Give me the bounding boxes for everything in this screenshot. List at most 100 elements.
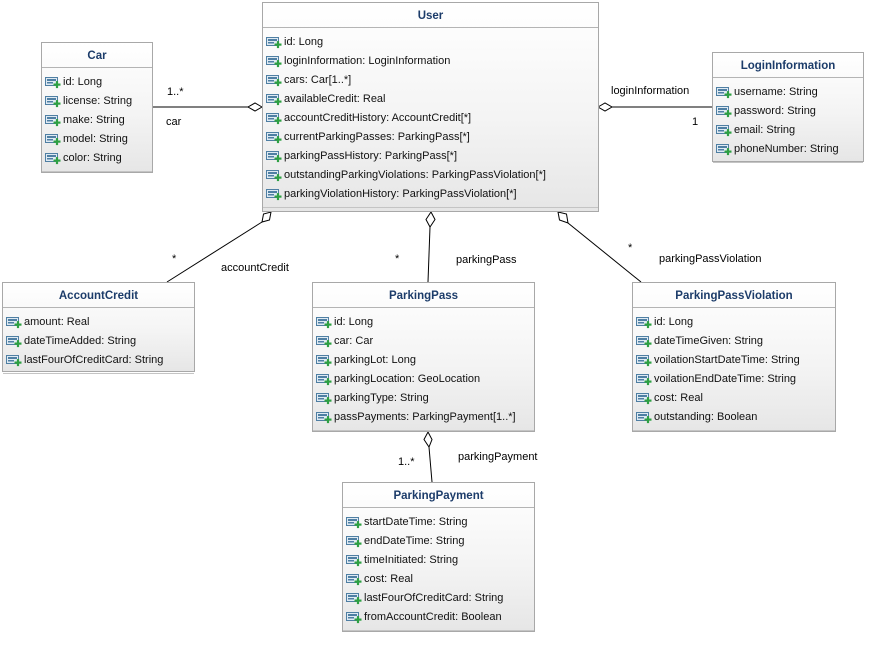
attribute-text: cars: Car[1..*] (284, 74, 352, 86)
attribute-row[interactable]: password: String (713, 102, 863, 121)
attribute-icon (716, 124, 732, 136)
attribute-text: outstanding: Boolean (654, 411, 758, 423)
attribute-row[interactable]: lastFourOfCreditCard: String (343, 589, 534, 608)
role-user-account-credit: accountCredit (221, 262, 289, 274)
attribute-text: lastFourOfCreditCard: String (24, 354, 164, 366)
attribute-row[interactable]: loginInformation: LoginInformation (263, 52, 598, 71)
attribute-row[interactable]: passPayments: ParkingPayment[1..*] (313, 408, 534, 427)
attribute-text: license: String (63, 95, 133, 107)
attribute-text: voilationEndDateTime: String (654, 373, 797, 385)
edge-user-account-credit (166, 221, 263, 283)
attribute-text: endDateTime: String (364, 535, 465, 547)
attribute-text: currentParkingPasses: ParkingPass[*] (284, 131, 470, 143)
attribute-row[interactable]: lastFourOfCreditCard: String (3, 351, 194, 370)
attribute-text: color: String (63, 152, 122, 164)
attribute-row[interactable]: parkingLot: Long (313, 351, 534, 370)
class-account-credit[interactable]: AccountCredit amount: Real dateTimeAdded:… (2, 282, 195, 374)
attribute-row[interactable]: parkingLocation: GeoLocation (313, 370, 534, 389)
attribute-text: make: String (63, 114, 125, 126)
attribute-row[interactable]: endDateTime: String (343, 532, 534, 551)
attribute-row[interactable]: startDateTime: String (343, 513, 534, 532)
attribute-text: fromAccountCredit: Boolean (364, 611, 502, 623)
attribute-icon (6, 335, 22, 347)
attribute-row[interactable]: cost: Real (343, 570, 534, 589)
attribute-text: dateTimeAdded: String (24, 335, 137, 347)
attribute-row[interactable]: outstanding: Boolean (633, 408, 835, 427)
attribute-row[interactable]: outstandingParkingViolations: ParkingPas… (263, 166, 598, 185)
attribute-icon (346, 611, 362, 623)
attribute-row[interactable]: license: String (42, 92, 152, 111)
class-title: ParkingPass (313, 283, 534, 308)
attribute-row[interactable]: voilationStartDateTime: String (633, 351, 835, 370)
attribute-row[interactable]: timeInitiated: String (343, 551, 534, 570)
attribute-row[interactable]: amount: Real (3, 313, 194, 332)
attribute-icon (346, 535, 362, 547)
attribute-icon (346, 573, 362, 585)
attribute-row[interactable]: make: String (42, 111, 152, 130)
attribute-icon (316, 411, 332, 423)
attribute-icon (636, 354, 652, 366)
attribute-row[interactable]: currentParkingPasses: ParkingPass[*] (263, 128, 598, 147)
attribute-row[interactable]: voilationEndDateTime: String (633, 370, 835, 389)
attribute-icon (346, 516, 362, 528)
attribute-icon (266, 188, 282, 200)
attribute-row[interactable]: id: Long (633, 313, 835, 332)
attribute-row[interactable]: parkingViolationHistory: ParkingPassViol… (263, 185, 598, 204)
attribute-row[interactable]: cost: Real (633, 389, 835, 408)
edge-pass-payment (428, 446, 433, 483)
attribute-row[interactable]: parkingType: String (313, 389, 534, 408)
attribute-text: id: Long (654, 316, 694, 328)
role-user-violation: parkingPassViolation (659, 253, 762, 265)
attribute-text: username: String (734, 86, 818, 98)
attribute-row[interactable]: fromAccountCredit: Boolean (343, 608, 534, 627)
attribute-text: cost: Real (364, 573, 413, 585)
attribute-row[interactable]: username: String (713, 83, 863, 102)
attribute-text: voilationStartDateTime: String (654, 354, 800, 366)
aggregation-diamond-user-car (246, 102, 264, 112)
attribute-text: loginInformation: LoginInformation (284, 55, 451, 67)
attribute-row[interactable]: id: Long (42, 73, 152, 92)
attribute-list: id: Long loginInformation: LoginInformati… (263, 28, 598, 208)
class-car[interactable]: Car id: Long license: String make: String m… (41, 42, 153, 173)
attribute-text: amount: Real (24, 316, 90, 328)
attribute-icon (6, 354, 22, 366)
attribute-row[interactable]: id: Long (313, 313, 534, 332)
attribute-row[interactable]: parkingPassHistory: ParkingPass[*] (263, 147, 598, 166)
class-title: AccountCredit (3, 283, 194, 308)
attribute-icon (266, 36, 282, 48)
attribute-text: id: Long (63, 76, 103, 88)
attribute-row[interactable]: color: String (42, 149, 152, 168)
attribute-row[interactable]: phoneNumber: String (713, 140, 863, 159)
attribute-row[interactable]: dateTimeAdded: String (3, 332, 194, 351)
attribute-icon (266, 150, 282, 162)
class-title: Car (42, 43, 152, 68)
attribute-text: dateTimeGiven: String (654, 335, 764, 347)
operations-compartment (713, 163, 863, 170)
attribute-text: startDateTime: String (364, 516, 468, 528)
attribute-icon (316, 373, 332, 385)
attribute-row[interactable]: email: String (713, 121, 863, 140)
attribute-text: parkingLot: Long (334, 354, 416, 366)
operations-compartment (343, 631, 534, 638)
multiplicity-user-violation: * (628, 242, 633, 254)
attribute-row[interactable]: id: Long (263, 33, 598, 52)
attribute-row[interactable]: availableCredit: Real (263, 90, 598, 109)
multiplicity-pass-payment: 1..* (398, 456, 415, 468)
attribute-text: cost: Real (654, 392, 703, 404)
attribute-row[interactable]: cars: Car[1..*] (263, 71, 598, 90)
attribute-icon (45, 152, 61, 164)
attribute-row[interactable]: dateTimeGiven: String (633, 332, 835, 351)
attribute-row[interactable]: accountCreditHistory: AccountCredit[*] (263, 109, 598, 128)
attribute-row[interactable]: model: String (42, 130, 152, 149)
multiplicity-user-parking-pass: * (395, 253, 400, 265)
attribute-row[interactable]: car: Car (313, 332, 534, 351)
attribute-icon (45, 76, 61, 88)
aggregation-diamond-user-parking-pass (425, 211, 436, 228)
